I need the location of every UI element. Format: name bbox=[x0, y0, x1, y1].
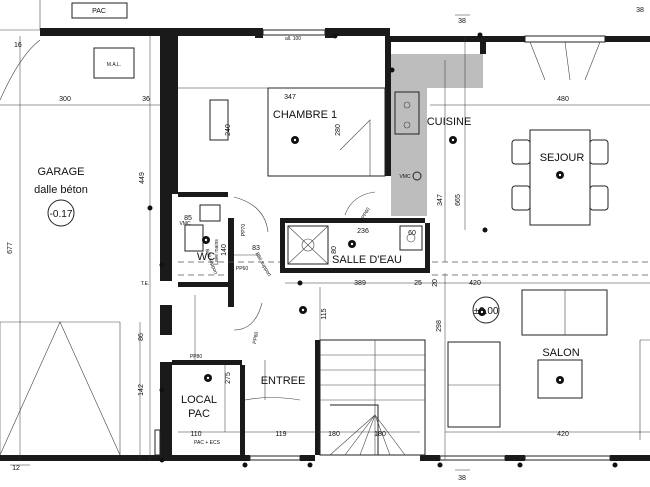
dim-25: 25 bbox=[414, 280, 422, 287]
dim-347-cuisine: 347 bbox=[437, 194, 444, 206]
window-allege-label: all. 100 bbox=[285, 36, 301, 42]
garage-label: GARAGE bbox=[37, 166, 84, 178]
dim-119: 119 bbox=[275, 431, 286, 438]
dim-280: 280 bbox=[335, 124, 342, 136]
local-label: LOCAL bbox=[181, 394, 217, 406]
door-swings bbox=[233, 191, 376, 401]
dim-240: 240 bbox=[225, 124, 232, 136]
dim-140: 140 bbox=[221, 244, 228, 256]
dim-85: 85 bbox=[184, 215, 192, 222]
light-fixtures bbox=[47, 32, 618, 468]
vmc-kitchen-label: VMC bbox=[399, 174, 411, 180]
dim-16: 16 bbox=[14, 42, 22, 49]
wc-label: WC bbox=[197, 251, 215, 263]
garage-sub-label: dalle béton bbox=[34, 184, 88, 196]
pac-outdoor-label: PAC bbox=[92, 8, 106, 15]
chambre-label: CHAMBRE 1 bbox=[273, 109, 337, 121]
dim-20: 20 bbox=[432, 279, 439, 287]
garage-level: -0.17 bbox=[50, 209, 73, 220]
door-pp80-local-label: PP80 bbox=[190, 354, 202, 360]
dim-275: 275 bbox=[225, 372, 232, 384]
bati-support-label-2: Bâti support bbox=[254, 251, 273, 278]
salon-level: ±0.00 bbox=[474, 306, 499, 317]
dim-236: 236 bbox=[357, 228, 369, 235]
door-pp60-bath-label: PP60 bbox=[360, 207, 371, 221]
dining-table bbox=[511, 129, 609, 226]
pac-ecs-label: PAC + ECS bbox=[194, 440, 221, 446]
staircase bbox=[319, 339, 426, 456]
mal-label: M.A.L. bbox=[107, 62, 121, 68]
sejour-label: SEJOUR bbox=[540, 152, 585, 164]
dim-449: 449 bbox=[139, 172, 146, 184]
dim-347-chambre: 347 bbox=[284, 94, 296, 101]
dimension-lines bbox=[0, 14, 650, 471]
room-labels: PAC M.A.L. all. 100 GARAGE dalle béton -… bbox=[34, 2, 585, 446]
dim-12: 12 bbox=[12, 465, 20, 472]
dim-115: 115 bbox=[321, 308, 328, 319]
dimension-texts: 16 38 38 38 300 36 347 480 449 240 280 3… bbox=[7, 7, 644, 482]
bed bbox=[209, 87, 386, 177]
dim-420-bottom: 420 bbox=[557, 431, 569, 438]
dim-420-top: 420 bbox=[469, 280, 481, 287]
dim-389: 389 bbox=[354, 280, 366, 287]
dim-36: 36 bbox=[142, 96, 150, 103]
salon-label: SALON bbox=[542, 347, 579, 359]
dim-180-left: 180 bbox=[328, 431, 340, 438]
dim-298: 298 bbox=[436, 320, 443, 332]
dim-677: 677 bbox=[7, 242, 14, 254]
door-pp80-entree-label: PP80 bbox=[252, 331, 260, 344]
windows bbox=[154, 29, 611, 461]
dim-110: 110 bbox=[190, 431, 201, 438]
vmc-wc-label: VMC bbox=[179, 221, 191, 227]
garage-ramp bbox=[0, 321, 121, 456]
dim-86: 86 bbox=[138, 333, 145, 341]
salle-eau-label: SALLE D'EAU bbox=[332, 254, 402, 266]
dim-142: 142 bbox=[138, 384, 145, 396]
dim-480: 480 bbox=[557, 96, 569, 103]
dim-60: 60 bbox=[408, 230, 416, 237]
dim-38-corner: 38 bbox=[636, 7, 644, 14]
dim-38-bottom: 38 bbox=[458, 475, 466, 482]
dim-180-right: 180 bbox=[374, 431, 386, 438]
lave-mains-label: Lave mains bbox=[214, 239, 220, 265]
walls bbox=[0, 28, 650, 461]
dim-38-top: 38 bbox=[458, 18, 466, 25]
cuisine-label: CUISINE bbox=[427, 116, 472, 128]
door-pp60-wc-label: PP60 bbox=[236, 266, 248, 272]
te-label: T.E. bbox=[141, 281, 150, 287]
salon-furniture bbox=[447, 289, 650, 440]
dim-83: 83 bbox=[252, 245, 260, 252]
entree-label: ENTREE bbox=[261, 375, 306, 387]
dim-665: 665 bbox=[455, 194, 462, 206]
dim-300: 300 bbox=[59, 96, 71, 103]
door-pp70-label: PP70 bbox=[241, 224, 247, 236]
dim-80: 80 bbox=[331, 246, 338, 254]
local-sub-label: PAC bbox=[188, 408, 210, 420]
kitchen-counter bbox=[391, 54, 483, 216]
dashed-lines bbox=[178, 261, 650, 276]
